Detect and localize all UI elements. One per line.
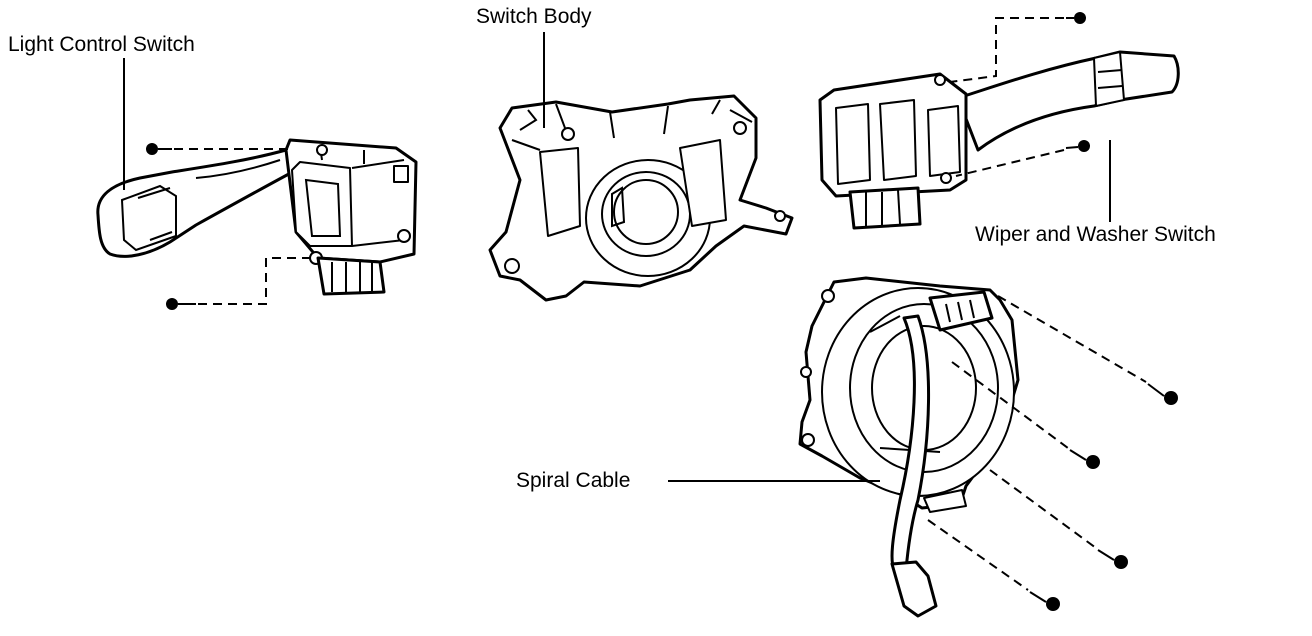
- spiral-cable-part: [798, 276, 1178, 618]
- label-spiral-cable: Spiral Cable: [516, 469, 631, 492]
- label-wiper-washer-switch: Wiper and Washer Switch: [975, 223, 1216, 246]
- label-switch-body: Switch Body: [476, 5, 592, 28]
- label-light-control-switch: Light Control Switch: [8, 33, 195, 56]
- light-control-switch-part: [96, 138, 418, 310]
- switch-body-part: [488, 94, 794, 302]
- wiper-washer-switch-part: [818, 12, 1180, 230]
